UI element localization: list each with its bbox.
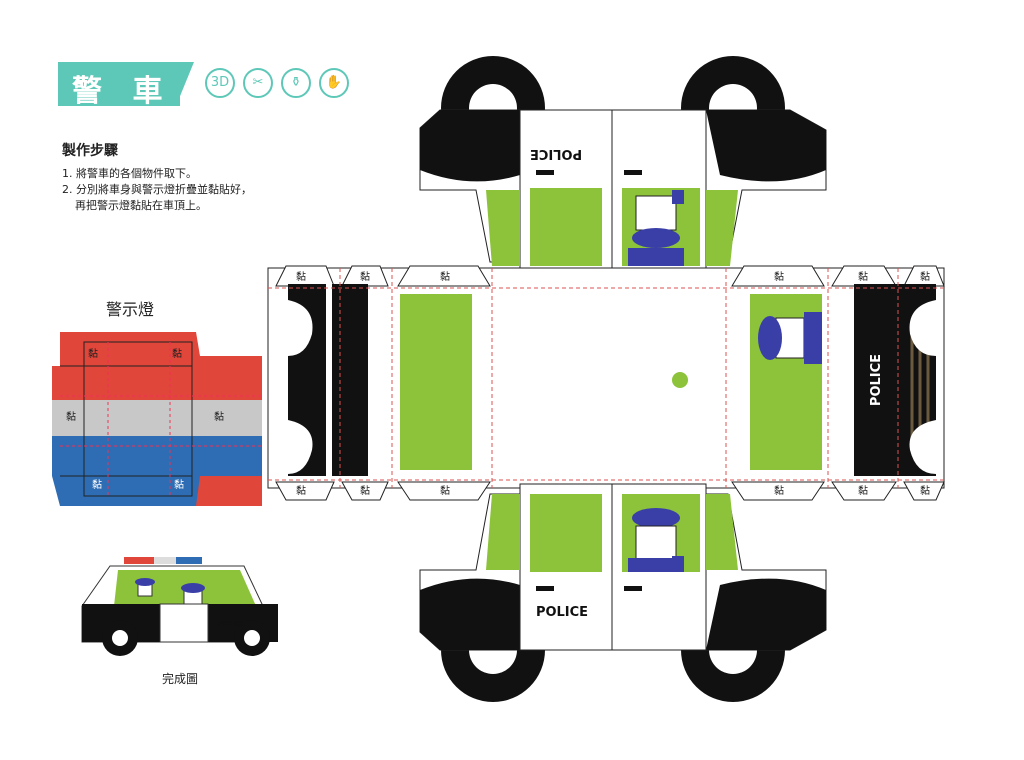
instructions-heading: 製作步驟	[62, 143, 118, 159]
car-net: POLICE	[267, 56, 945, 702]
siren-glue-2: 黏	[172, 347, 182, 360]
siren-gray	[52, 400, 262, 436]
glue-tab-1: 黏	[296, 270, 306, 283]
finished-car: POLICE	[81, 557, 278, 656]
finished-police-text: POLICE	[218, 620, 246, 628]
scissors-icon: ✂	[243, 68, 273, 98]
siren-glue-1: 黏	[88, 347, 98, 360]
siren-blue	[52, 436, 262, 506]
glue-tab-5: 黏	[858, 270, 868, 283]
officer-top	[628, 190, 684, 266]
instruction-step-2-cont: 再把警示燈黏貼在車頂上。	[75, 199, 207, 212]
glue-icon: ⚱	[281, 68, 311, 98]
siren-red-2	[52, 366, 262, 400]
glue-tab-4: 黏	[774, 270, 784, 283]
siren-glue-3: 黏	[66, 410, 76, 423]
siren-glue-5: 黏	[92, 478, 102, 491]
glue-dot	[672, 372, 688, 388]
instructions: 製作步驟 1. 將警車的各個物件取下。 2. 分別將車身與警示燈折疊並黏貼好， …	[62, 140, 302, 214]
title-banner-tail	[176, 62, 194, 106]
finished-label: 完成圖	[162, 672, 199, 686]
siren-glue-4: 黏	[214, 410, 224, 423]
police-text-front: POLICE	[869, 354, 884, 406]
glue-tab-2: 黏	[360, 270, 370, 283]
glue-tab-11: 黏	[858, 484, 868, 497]
glue-tab-6: 黏	[920, 270, 930, 283]
page-title: 警 車	[72, 74, 173, 109]
glue-tab-10: 黏	[774, 484, 784, 497]
title-banner: 警 車	[58, 62, 194, 109]
officer-bottom	[628, 508, 684, 572]
window-rear	[400, 294, 472, 470]
tool-icons: 3D ✂ ⚱ ✋	[205, 68, 355, 100]
siren-glue-6: 黏	[174, 478, 184, 491]
glue-tab-7: 黏	[296, 484, 306, 497]
title-banner-bg	[58, 62, 180, 106]
front-panel	[854, 284, 902, 476]
3d-icon: 3D	[205, 68, 235, 98]
siren-label: 警示燈	[106, 300, 155, 319]
instruction-step-1: 1. 將警車的各個物件取下。	[62, 167, 197, 180]
glue-tab-8: 黏	[360, 484, 370, 497]
window-bottom-1	[530, 494, 602, 572]
glue-tab-9: 黏	[440, 484, 450, 497]
glue-tab-3: 黏	[440, 270, 450, 283]
window-top-1	[530, 188, 602, 266]
police-text-top: POLICE	[530, 146, 582, 161]
glue-tab-12: 黏	[920, 484, 930, 497]
police-text-bottom: POLICE	[536, 605, 588, 620]
instruction-step-2: 2. 分別將車身與警示燈折疊並黏貼好，	[62, 183, 252, 196]
hand-icon: ✋	[319, 68, 349, 98]
officer-middle	[758, 312, 822, 364]
siren-net: 黏 黏 黏 黏 黏 黏	[52, 332, 262, 506]
